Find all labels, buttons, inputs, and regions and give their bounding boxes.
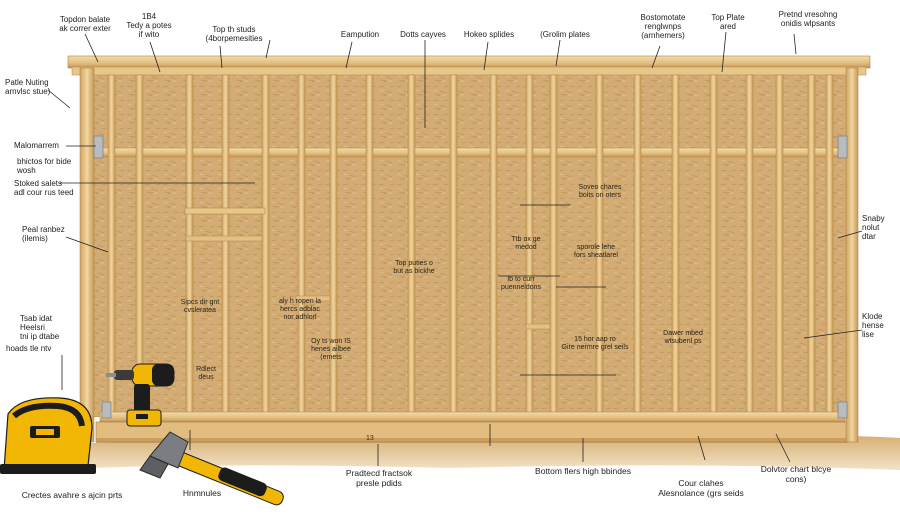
plate-number: 13 [366,435,374,442]
stud [261,74,270,414]
sander-icon [0,397,96,474]
label-bottom-1: Crectes avahre s ajcin prts [21,490,123,500]
label-left-5: Peal ranbez (ilemis) [22,225,65,243]
stud [297,74,306,414]
blocking [185,235,263,242]
stud [709,74,718,414]
label-top-5: Dotts cayves [400,30,446,39]
label-inner-2: Ttb ox ge medod [511,236,541,251]
label-bottom-5: Cour clahes Alesnolance (grs seids [658,478,744,498]
label-top-9: Top Plate ared [711,13,745,31]
blocking [295,295,331,302]
stud [807,74,816,414]
hammer-icon [139,431,284,506]
label-right-2: Klode hense lise [862,312,884,339]
bottom-plate [99,411,846,423]
stud [365,74,374,414]
label-inner-8: 15 hor aap ro Gire nermre grel seils [561,336,629,351]
label-top-7: (Grolim plates [540,30,590,39]
hanger-bracket-icon [93,135,104,159]
soil-ground [40,434,900,470]
label-bottom-4: Bottom flers high bbindes [535,466,631,476]
label-left-4: Stoked salets adl cour rus teed [14,179,74,197]
stud [329,74,338,414]
label-inner-6: Sipcs dir gnt cvsleratea [180,299,220,314]
label-left-7: hoads tle ntv [6,344,52,353]
label-left-3: bhictos for bide wosh [17,157,72,175]
label-bottom-3: Pradtecd fractsok presle pdids [345,468,413,488]
mid-rail [91,147,841,158]
stud [775,74,784,414]
label-inner-11: Rdlect deus [196,366,216,381]
window-sill [184,207,266,215]
leader-lines [47,31,863,466]
label-top-10: Pretnd vresohng onidis wlpsants [778,10,838,28]
stud [745,74,754,414]
label-right-1: Snaby nolut dtar [862,214,885,241]
blocking [525,323,551,330]
label-inner-7: aly h ropen la hercs adblac nor adhlorl [278,298,322,321]
label-top-8: Bostomotate renglwnps (arnhemers) [640,13,686,40]
label-inner-9: Dawer mbed wtsubenl ps [663,330,703,345]
label-top-1: Topdon balate ak correr exter [59,15,111,33]
corner-post-right [845,67,859,443]
label-bottom-2: Hnmnules [182,488,222,498]
drill-icon [106,363,175,427]
stud [449,74,458,414]
label-inner-1: Soveo chares bolts on oters [578,184,622,199]
stud [671,74,680,414]
label-left-6: Tsab idat Heelsri tni ip dtabe [20,314,60,341]
hanger-bracket-icon [837,401,848,419]
corner-post-left [79,67,95,443]
top-plate [67,55,871,69]
hanger-bracket-icon [101,401,112,419]
label-left-2: Malomarrem [14,141,59,150]
stud [633,74,642,414]
label-inner-10: Oy ts won IS henes ailbee (emets [311,338,351,361]
label-top-3: Top th studs (4borpemesities [205,25,263,43]
label-inner-4: Top puties o but as bickhe [393,260,435,275]
label-inner-5: Ib to curr puenneldons [500,276,542,291]
wall-frame [67,55,871,443]
label-bottom-6: Dolvtor chart blcye cons) [760,464,832,484]
stud [107,74,116,414]
stud [825,74,834,414]
osb-sheathing [92,72,850,417]
label-top-4: Eampution [340,30,380,39]
stud [135,74,144,414]
label-top-2: 1B4 Tedy a potes if wito [126,12,172,39]
label-left-1: Patle Nuting arnvlsc stue) [5,78,51,96]
label-top-6: Hokeo splides [463,30,515,39]
top-plate-lower [71,66,867,76]
stud [221,74,230,414]
label-inner-3: sporole lehe fors sheatlarel [574,244,618,259]
stud [407,74,416,414]
stud [185,74,194,414]
hanger-bracket-icon [837,135,848,159]
